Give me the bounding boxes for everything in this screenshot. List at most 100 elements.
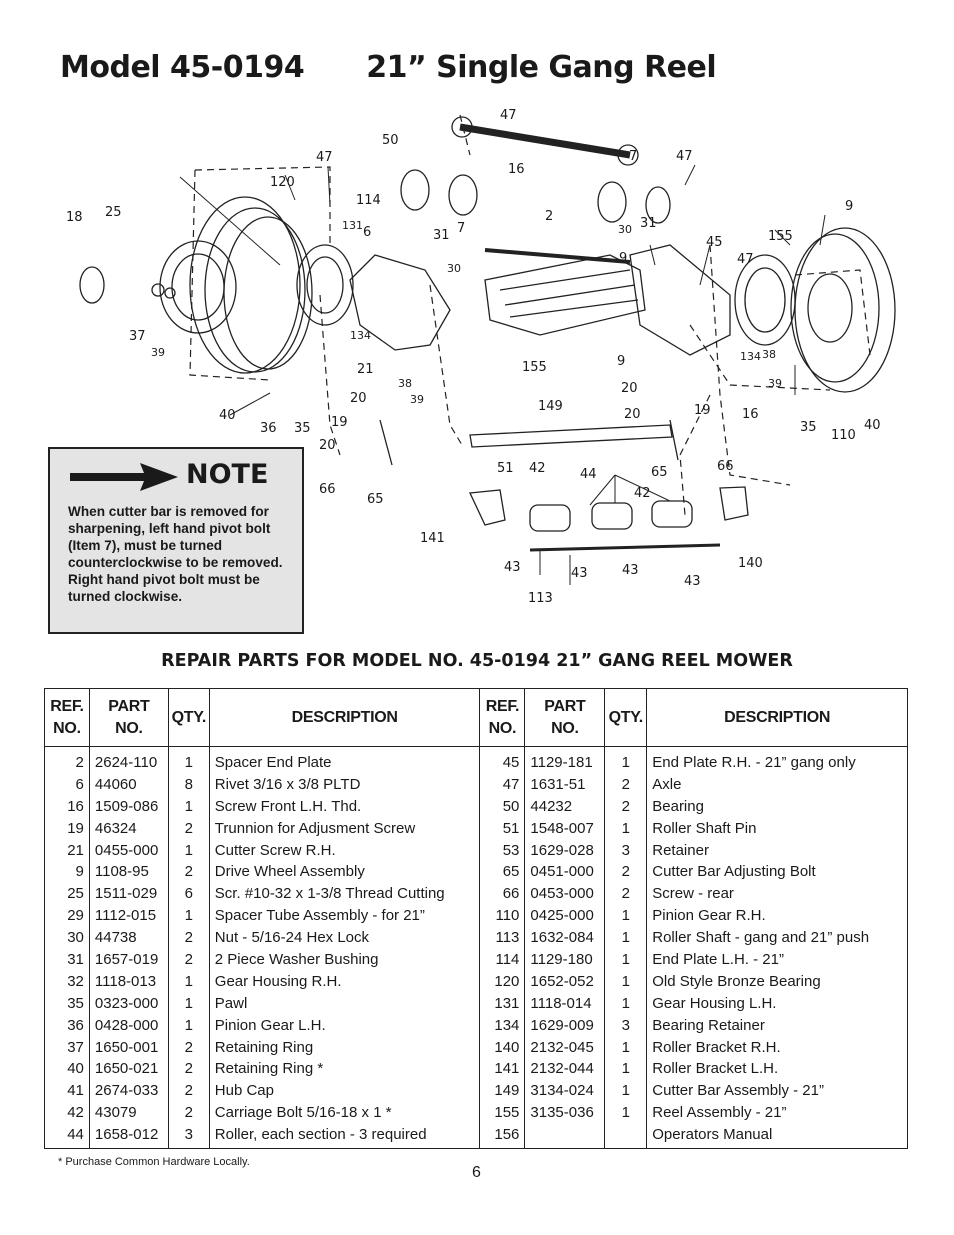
callout-label: 134	[740, 350, 761, 363]
callout-label: 131	[342, 219, 363, 232]
left-row-17-part: 1658-012	[94, 1126, 159, 1144]
left-row-0-desc: Spacer End Plate	[214, 754, 332, 771]
right-row-4-qty: 3	[621, 841, 630, 859]
callout-label: 65	[651, 465, 668, 480]
col-ref-no-right: REF.NO.	[479, 688, 526, 747]
right-row-10-part: 1652-052	[530, 972, 594, 990]
left-row-4-ref: 21	[67, 841, 84, 859]
right-row-13-ref: 140	[494, 1038, 520, 1056]
left-row-6-qty: 6	[184, 885, 193, 903]
callout-label: 9	[619, 251, 628, 266]
left-row-0-qty: 1	[184, 754, 193, 771]
callout-label: 35	[294, 421, 311, 436]
right-row-7-desc: Pinion Gear R.H.	[652, 907, 766, 925]
left-row-17-desc: Roller, each section - 3 required	[214, 1126, 427, 1144]
callout-label: 19	[694, 403, 711, 418]
left-row-15-desc: Hub Cap	[214, 1082, 274, 1100]
callout-label: 18	[66, 210, 83, 225]
left-row-13-desc: Retaining Ring	[214, 1038, 314, 1056]
left-row-10-desc: Gear Housing R.H.	[214, 972, 342, 990]
callout-label: 31	[640, 216, 657, 231]
right-row-7-ref: 110	[495, 907, 520, 925]
left-row-0-ref: 2	[75, 754, 84, 771]
left-row-7-part: 1112-015	[94, 907, 157, 925]
left-row-1-part: 44060	[94, 775, 137, 793]
right-row-1-ref: 47	[502, 775, 520, 793]
callout-label: 113	[528, 591, 553, 606]
callout-label: 66	[319, 482, 336, 497]
right-row-14-qty: 1	[621, 1060, 630, 1078]
left-row-3-ref: 19	[67, 819, 84, 837]
left-row-2-ref: 16	[67, 797, 84, 815]
right-row-3-qty: 1	[621, 819, 630, 837]
right-row-5-desc: Cutter Bar Adjusting Bolt	[652, 863, 816, 881]
header-part-line2: NO.	[115, 719, 143, 737]
callout-label: 39	[151, 346, 165, 359]
left-row-17-qty: 3	[184, 1126, 193, 1144]
col-ref-no: REF.NO.	[44, 688, 90, 747]
right-row-16-desc: Reel Assembly - 21”	[652, 1104, 787, 1122]
left-row-17-ref: 44	[67, 1126, 84, 1144]
callout-label: 20	[624, 407, 641, 422]
left-row-1-desc: Rivet 3/16 x 3/8 PLTD	[214, 775, 361, 793]
right-row-10-ref: 120	[494, 972, 520, 990]
note-box: NOTE When cutter bar is removed for shar…	[48, 447, 304, 634]
footnote: * Purchase Common Hardware Locally.	[58, 1156, 250, 1168]
left-row-6-desc: Scr. #10-32 x 1-3/8 Thread Cutting	[214, 885, 445, 903]
left-row-1-ref: 6	[75, 775, 84, 793]
header-part-line1: PART	[108, 697, 150, 715]
right-row-14-part: 2132-044	[530, 1060, 594, 1078]
left-row-12-ref: 36	[67, 1016, 84, 1034]
right-row-10-qty: 1	[621, 972, 630, 990]
callout-label: 9	[845, 199, 854, 214]
right-row-0-ref: 45	[502, 754, 520, 771]
right-row-4-part: 1629-028	[530, 841, 594, 859]
left-row-2-qty: 1	[184, 797, 193, 815]
right-row-5-qty: 2	[621, 863, 630, 881]
left-row-5-qty: 2	[184, 863, 193, 881]
left-row-8-ref: 30	[67, 929, 84, 947]
left-row-13-part: 1650-001	[94, 1038, 159, 1056]
callout-label: 7	[457, 221, 466, 236]
right-row-9-part: 1129-180	[530, 951, 593, 969]
right-row-2-desc: Bearing	[652, 797, 704, 815]
right-row-8-part: 1632-084	[530, 929, 594, 947]
callout-label: 120	[270, 175, 295, 190]
model-name: 21” Single Gang Reel	[366, 50, 717, 85]
left-row-10-ref: 32	[67, 972, 84, 990]
right-row-4-ref: 53	[502, 841, 520, 859]
left-row-13-qty: 2	[184, 1038, 193, 1056]
right-row-16-part: 3135-036	[530, 1104, 594, 1122]
callout-label: 35	[800, 420, 817, 435]
left-row-8-part: 44738	[94, 929, 137, 947]
header-ref-line2-right: NO.	[488, 719, 517, 737]
right-row-0-qty: 1	[621, 754, 630, 771]
callout-label: 16	[508, 162, 525, 177]
left-row-7-ref: 29	[67, 907, 84, 925]
callout-label: 19	[331, 415, 348, 430]
callout-label: 25	[105, 205, 122, 220]
right-row-0-part: 1129-181	[530, 754, 593, 771]
right-row-2-qty: 2	[621, 797, 630, 815]
left-row-16-ref: 42	[67, 1104, 84, 1122]
header-ref-line2: NO.	[53, 719, 81, 737]
left-row-3-part: 46324	[94, 819, 137, 837]
left-row-14-desc: Retaining Ring *	[214, 1060, 324, 1078]
left-row-16-desc: Carriage Bolt 5/16-18 x 1 *	[214, 1104, 392, 1122]
callout-label: 47	[316, 150, 333, 165]
callout-label: 47	[500, 108, 517, 123]
col-part-no: PART NO.	[88, 688, 169, 747]
right-row-4-desc: Retainer	[652, 841, 709, 859]
callout-label: 20	[350, 391, 367, 406]
callout-label: 50	[382, 133, 399, 148]
left-row-6-ref: 25	[67, 885, 84, 903]
callout-label: 45	[706, 235, 723, 250]
left-row-11-qty: 1	[184, 994, 193, 1012]
left-row-8-desc: Nut - 5/16-24 Hex Lock	[214, 929, 370, 947]
header-part-line1-right: PART	[544, 697, 586, 715]
left-row-10-qty: 1	[184, 972, 193, 990]
